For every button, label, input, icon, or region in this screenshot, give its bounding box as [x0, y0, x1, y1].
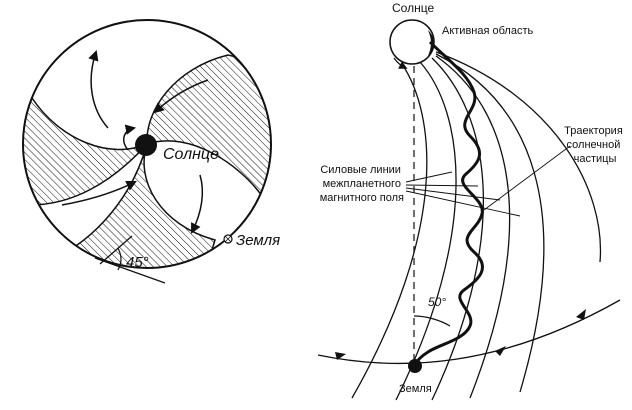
right-angle-label: 50° — [428, 295, 446, 309]
left-sun-icon — [135, 134, 157, 156]
field-line — [395, 61, 457, 401]
left-earth-label: Земля — [236, 232, 280, 249]
trajectory-label: Траектория солнечной частицы — [564, 125, 626, 165]
field-line — [435, 51, 602, 263]
orbit-arrow — [495, 346, 506, 356]
field-lines-label: Силовые линии межпланетного магнитного п… — [320, 164, 404, 204]
right-sun-icon — [389, 19, 435, 65]
field-lines-label-line-2: межпланетного — [323, 178, 401, 190]
earth-orbit — [317, 299, 621, 365]
active-region-label: Активная область — [442, 25, 534, 37]
magnetic-field-lines — [351, 51, 602, 401]
left-angle-label: 45° — [126, 254, 149, 271]
orbit-arrow — [576, 309, 586, 320]
orbit-arrow — [335, 352, 346, 360]
field-lines-label-line-1: Силовые линии — [320, 164, 401, 176]
trajectory-label-line-1: Траектория — [564, 125, 623, 137]
left-disc-outline — [22, 19, 272, 269]
flow-arrow-upper-right — [153, 79, 209, 114]
right-earth-label: Земля — [399, 383, 432, 395]
trajectory-leader — [483, 145, 571, 211]
particle-trajectory — [412, 40, 484, 367]
right-earth-icon — [408, 359, 422, 373]
hatched-sector-left — [23, 97, 148, 206]
trajectory-label-line-3: частицы — [574, 153, 617, 165]
hatched-sector-upper-right — [146, 54, 271, 201]
field-line — [435, 55, 511, 399]
field-lines-leaders — [405, 171, 521, 217]
right-panel: Солнце Активная область 50° Земля Силовы… — [317, 1, 626, 401]
flow-arrow-right — [191, 174, 204, 234]
angle-arc — [117, 247, 122, 271]
radial-line — [99, 235, 133, 265]
flow-arrow-top — [88, 50, 109, 129]
field-line — [351, 63, 428, 399]
left-sun-label: Солнце — [163, 146, 219, 163]
field-lines-label-line-3: магнитного поля — [320, 192, 404, 204]
right-sun-label: Солнце — [392, 1, 434, 15]
left-panel: Солнце Земля 45° — [22, 19, 280, 284]
tangent-line — [94, 257, 166, 284]
flow-arrow-lower-left — [61, 181, 137, 206]
rotation-arrow — [123, 124, 137, 151]
right-angle-arc — [413, 315, 451, 327]
trajectory-label-line-2: солнечной — [567, 139, 621, 151]
field-line — [431, 57, 485, 401]
hatched-sectors — [23, 54, 271, 268]
